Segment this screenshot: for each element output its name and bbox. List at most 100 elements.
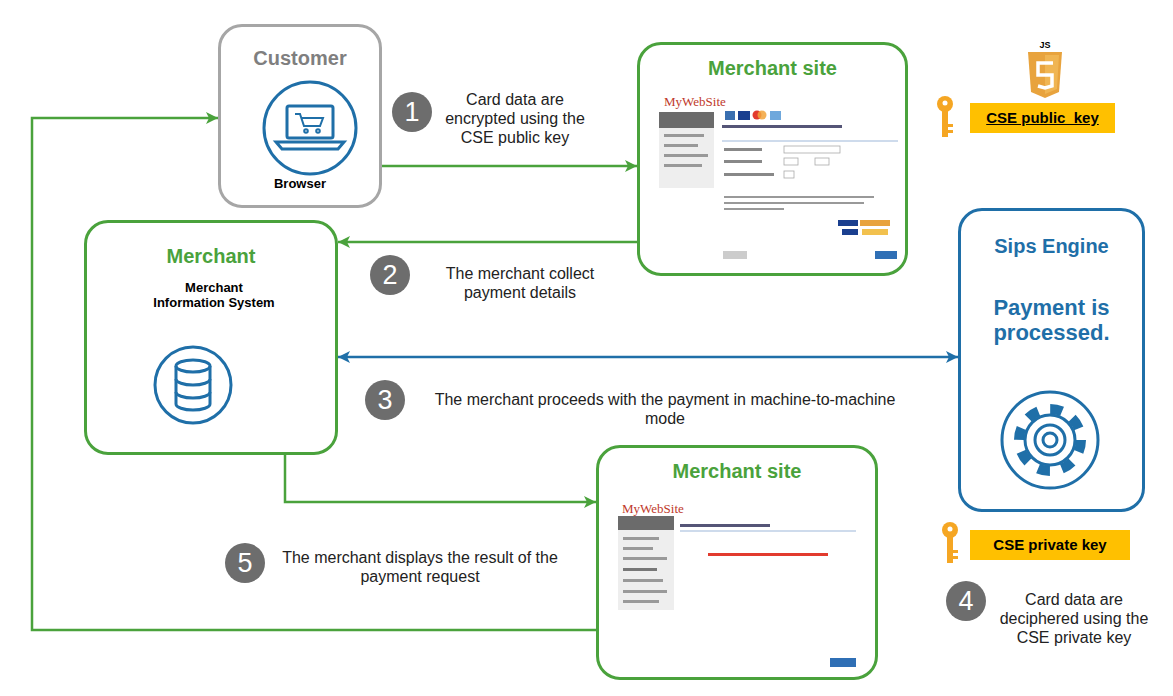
browser-icon	[264, 82, 356, 174]
engine-gear-icon	[1035, 425, 1065, 455]
step-note: Card data are deciphered using the CSE p…	[986, 590, 1162, 648]
callout-number: 4	[946, 581, 986, 621]
flow-arrow	[382, 165, 637, 168]
public-key-icon	[948, 124, 953, 127]
site-logo: MyWebSite	[664, 95, 726, 110]
database-icon	[155, 347, 231, 423]
payment-page-screenshot	[664, 164, 702, 167]
database-icon	[155, 347, 231, 423]
payment-page-screenshot	[725, 111, 735, 120]
database-icon	[176, 392, 210, 398]
private-key-icon	[947, 536, 953, 563]
box-subtitle: Merchant Information System	[149, 281, 279, 311]
private-key-icon	[942, 522, 958, 563]
payment-page-screenshot	[664, 144, 698, 147]
step-label: The merchant proceeds with the payment i…	[425, 390, 905, 428]
callout-number: 1	[392, 92, 432, 132]
payment-page-screenshot	[664, 154, 708, 157]
flow-arrow	[32, 118, 596, 630]
database-icon	[176, 366, 210, 410]
payment-page-screenshot	[722, 141, 898, 142]
payment-page-screenshot	[758, 111, 767, 120]
result-page-screenshot	[623, 568, 657, 571]
payment-page-screenshot	[724, 196, 874, 198]
payment-page-screenshot	[724, 173, 774, 176]
icon-caption: Browser	[227, 177, 373, 192]
system-box: MerchantMerchant Information System	[84, 220, 338, 455]
result-page-screenshot	[680, 531, 856, 532]
key-label: CSE public_key	[970, 103, 1115, 133]
payment-page-screenshot	[842, 229, 858, 235]
step-label: The merchant collect payment details	[420, 264, 620, 302]
payment-page-screenshot	[770, 111, 781, 120]
payment-page-screenshot	[659, 112, 714, 128]
js-shield-icon	[1028, 52, 1062, 98]
payment-page-screenshot	[784, 158, 798, 165]
web-page-box: Merchant siteMyWebSite	[596, 445, 878, 680]
box-title: Customer	[227, 47, 373, 70]
logo-text: JS	[1031, 40, 1059, 51]
engine-gear-icon	[1043, 433, 1057, 447]
public-key-icon	[937, 96, 953, 112]
private-key-icon	[948, 527, 953, 532]
result-page-screenshot	[623, 537, 659, 540]
payment-page-screenshot	[784, 146, 840, 153]
payment-page-screenshot	[784, 171, 794, 178]
payment-page-screenshot	[738, 111, 750, 120]
callout-number: 3	[365, 380, 405, 420]
step-label: Card data are encrypted using the CSE pu…	[430, 90, 600, 148]
payment-page-screenshot	[875, 251, 897, 259]
payment-page-screenshot	[659, 128, 714, 188]
status-text: Payment is processed.	[971, 295, 1132, 346]
result-page-screenshot	[623, 590, 667, 593]
result-page-screenshot	[618, 530, 674, 610]
box-title: Sips Engine	[967, 235, 1136, 258]
payment-page-screenshot	[862, 229, 888, 235]
result-page-screenshot	[680, 524, 770, 527]
browser-icon	[276, 142, 344, 149]
result-page-screenshot	[623, 600, 659, 603]
payment-page-screenshot	[724, 208, 784, 210]
js-shield-icon	[1038, 63, 1053, 88]
payment-page-screenshot	[723, 251, 747, 259]
web-page-box: Merchant siteMyWebSite	[637, 42, 908, 276]
result-page-screenshot	[618, 516, 856, 667]
flow-arrow	[338, 356, 958, 359]
payment-page-screenshot	[664, 134, 704, 137]
payment-page-screenshot	[722, 125, 842, 128]
site-logo: MyWebSite	[622, 502, 684, 517]
result-page-screenshot	[623, 557, 667, 560]
result-page-screenshot	[830, 658, 856, 667]
result-page-screenshot	[708, 553, 828, 556]
payment-page-screenshot	[724, 148, 762, 151]
private-key-icon	[953, 556, 958, 559]
result-page-screenshot	[623, 579, 663, 582]
browser-icon	[316, 129, 320, 133]
browser-icon	[264, 82, 356, 174]
result-page-screenshot	[618, 516, 674, 530]
key-label: CSE private key	[970, 530, 1130, 560]
flow-arrow	[338, 241, 637, 244]
browser-icon	[295, 114, 323, 126]
engine-gear-icon	[1025, 415, 1075, 465]
payment-page-screenshot	[724, 160, 762, 163]
private-key-icon	[953, 550, 958, 553]
box-title: Merchant site	[646, 57, 899, 80]
public-key-icon	[943, 101, 948, 106]
private-key-icon	[942, 522, 958, 538]
result-page-screenshot	[623, 547, 653, 550]
engine-gear-icon	[1002, 392, 1098, 488]
public-key-icon	[942, 110, 948, 137]
box-title: Merchant	[93, 245, 329, 268]
public-key-icon	[948, 130, 953, 133]
actor-box: CustomerBrowser	[218, 24, 382, 208]
payment-page-screenshot	[815, 158, 829, 165]
step-label: The merchant displays the result of the …	[268, 548, 572, 586]
browser-icon	[304, 129, 308, 133]
payment-page-screenshot	[724, 202, 864, 204]
engine-box: Sips EnginePayment is processed.	[958, 208, 1145, 512]
public-key-icon	[937, 96, 953, 137]
engine-gear-icon	[1019, 409, 1081, 471]
callout-number: 2	[370, 255, 410, 295]
callout-number: 5	[225, 543, 265, 583]
